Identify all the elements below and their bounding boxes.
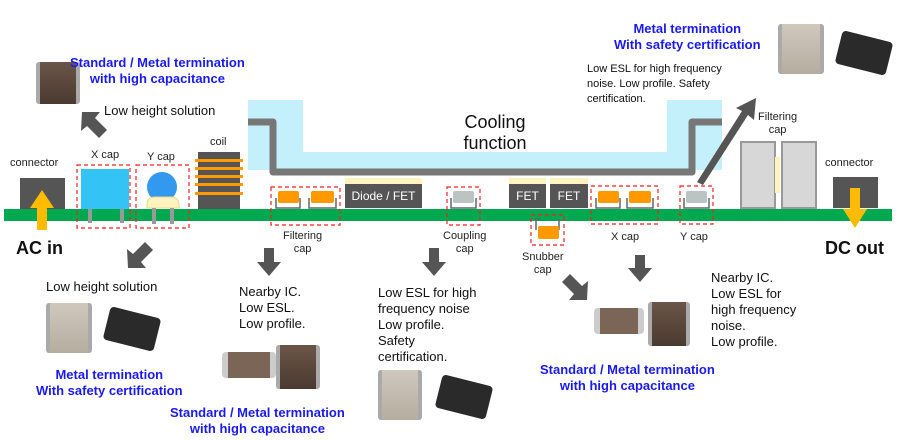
- arrow-down-xcap-icon: [628, 255, 652, 282]
- arrow-up-right-icon: [697, 98, 756, 185]
- y-cap-left-body: [147, 172, 177, 202]
- coupling-cap-description: Low ESL for high frequency noise Low pro…: [378, 285, 477, 364]
- x-cap-right-label: X cap: [611, 231, 640, 243]
- cooling-function-label: Cooling function: [463, 112, 527, 153]
- coupling-cap-label: Coupling cap: [443, 230, 487, 255]
- fet-2-label: FET: [557, 189, 581, 203]
- top-right-product-title: Metal termination With safety certificat…: [614, 21, 761, 52]
- coupling-cap-chip: [453, 191, 474, 203]
- cooling-structure: [248, 100, 722, 176]
- snubber-cap-label: Snubber cap: [522, 251, 564, 276]
- top-right-description: Low ESL for high frequency noise. Low pr…: [587, 63, 722, 105]
- y-cap-right-label: Y cap: [680, 231, 708, 243]
- dc-out-label: DC out: [825, 238, 884, 258]
- metal-term-cap-image-filtering: [276, 345, 320, 389]
- metal-term-cap-image-xcap: [648, 302, 690, 346]
- fet-1-component: [509, 184, 546, 208]
- metal-term-cap-image-top-right: [778, 24, 824, 74]
- y-cap-right-chip: [686, 191, 707, 203]
- ac-in-label: AC in: [16, 238, 63, 258]
- standard-cap-image-xcap: [594, 308, 644, 334]
- filtering-cap-product-title: Standard / Metal termination with high c…: [170, 405, 345, 436]
- connector-right-label: connector: [825, 157, 874, 169]
- fet-1-label: FET: [516, 189, 539, 203]
- filtering-cap-description: Nearby IC. Low ESL. Low profile.: [239, 284, 306, 331]
- top-left-product-title: Standard / Metal termination with high c…: [70, 55, 245, 86]
- arrow-down-right-icon: [562, 274, 588, 300]
- arrow-down-left-icon: [127, 242, 153, 268]
- y-cap-left-label: Y cap: [147, 151, 175, 163]
- coil-component: [195, 152, 243, 209]
- bottom-right-description: Nearby IC. Low ESL for high frequency no…: [711, 270, 797, 349]
- ac-in-arrow-icon: [30, 190, 54, 230]
- pcb-board: [4, 209, 892, 221]
- bottom-left-product-title: Metal termination With safety certificat…: [36, 367, 183, 398]
- arrow-down-coupling-icon: [422, 248, 446, 276]
- x-cap-left-body: [81, 169, 129, 209]
- metal-term-cap-image-top-left: [36, 62, 80, 104]
- filtering-cap-label: Filtering cap: [283, 230, 323, 255]
- arrow-down-filtering-icon: [257, 248, 281, 276]
- filtering-cap-right-component: [740, 141, 817, 209]
- snubber-cap-chip: [538, 226, 559, 239]
- arrow-up-left-icon: [81, 112, 107, 138]
- filtering-cap-right-label: Filtering cap: [758, 111, 798, 136]
- filtering-cap-chips: [275, 191, 337, 209]
- fet-2-component: [550, 184, 588, 208]
- coil-label: coil: [210, 136, 227, 148]
- metal-term-cap-image-coupling: [378, 370, 422, 420]
- standard-cap-image-filtering: [222, 352, 276, 378]
- metal-term-cap-image-bottom-left: [46, 303, 92, 353]
- bottom-left-description: Low height solution: [46, 279, 158, 294]
- x-cap-left-label: X cap: [91, 149, 120, 161]
- top-left-description: Low height solution: [104, 103, 216, 118]
- x-cap-right-chips: [595, 191, 654, 209]
- dc-out-arrow-icon: [843, 188, 867, 228]
- diode-fet-component: [345, 184, 422, 208]
- diode-fet-label: Diode / FET: [351, 189, 416, 203]
- arrows: [81, 98, 756, 300]
- bottom-right-product-title: Standard / Metal termination with high c…: [540, 362, 715, 393]
- connector-left-label: connector: [10, 157, 59, 169]
